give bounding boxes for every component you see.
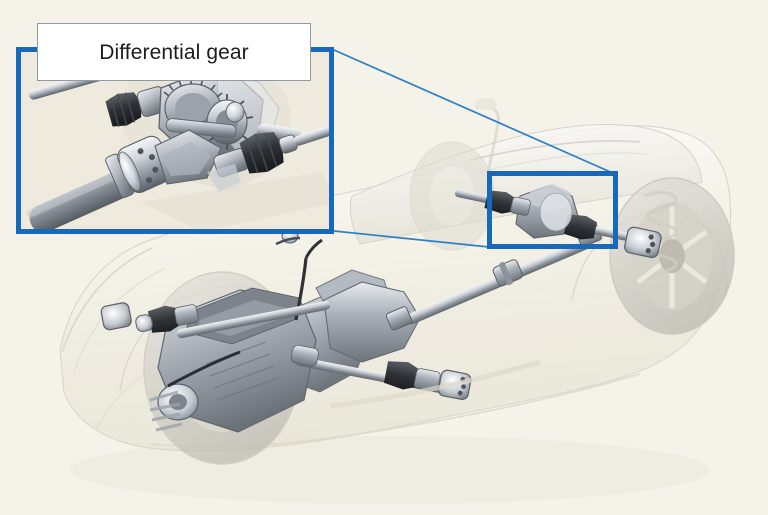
engine-transmission-assembly [149,223,421,433]
differential-gear-label-box: Differential gear [37,23,311,81]
differential-gear-label: Differential gear [99,40,249,64]
universal-joint-front [385,306,413,331]
rear-right-axle [563,214,662,259]
magnified-differential-illustration [21,52,329,229]
front-right-drive-axle [290,344,472,401]
front-left-drive-axle [135,301,331,339]
center-support-bearing [492,259,523,287]
rear-coil-spring [643,190,678,281]
cv-joint-left-front [135,304,199,333]
rear-differential-assembly [454,184,662,259]
rear-differential-highlight-box[interactable] [487,171,618,249]
drive-pinion-shaft [165,118,237,139]
wheel-hub-rear [624,226,662,259]
cooling-fan [149,390,183,432]
propeller-shaft-tube [26,166,135,229]
rear-wheel [609,177,735,335]
cv-joint-right-front [383,361,441,392]
cv-joint-inner-right-front [290,344,319,367]
wheel-hub-front-left [100,302,132,331]
rear-left-axle [454,189,531,216]
